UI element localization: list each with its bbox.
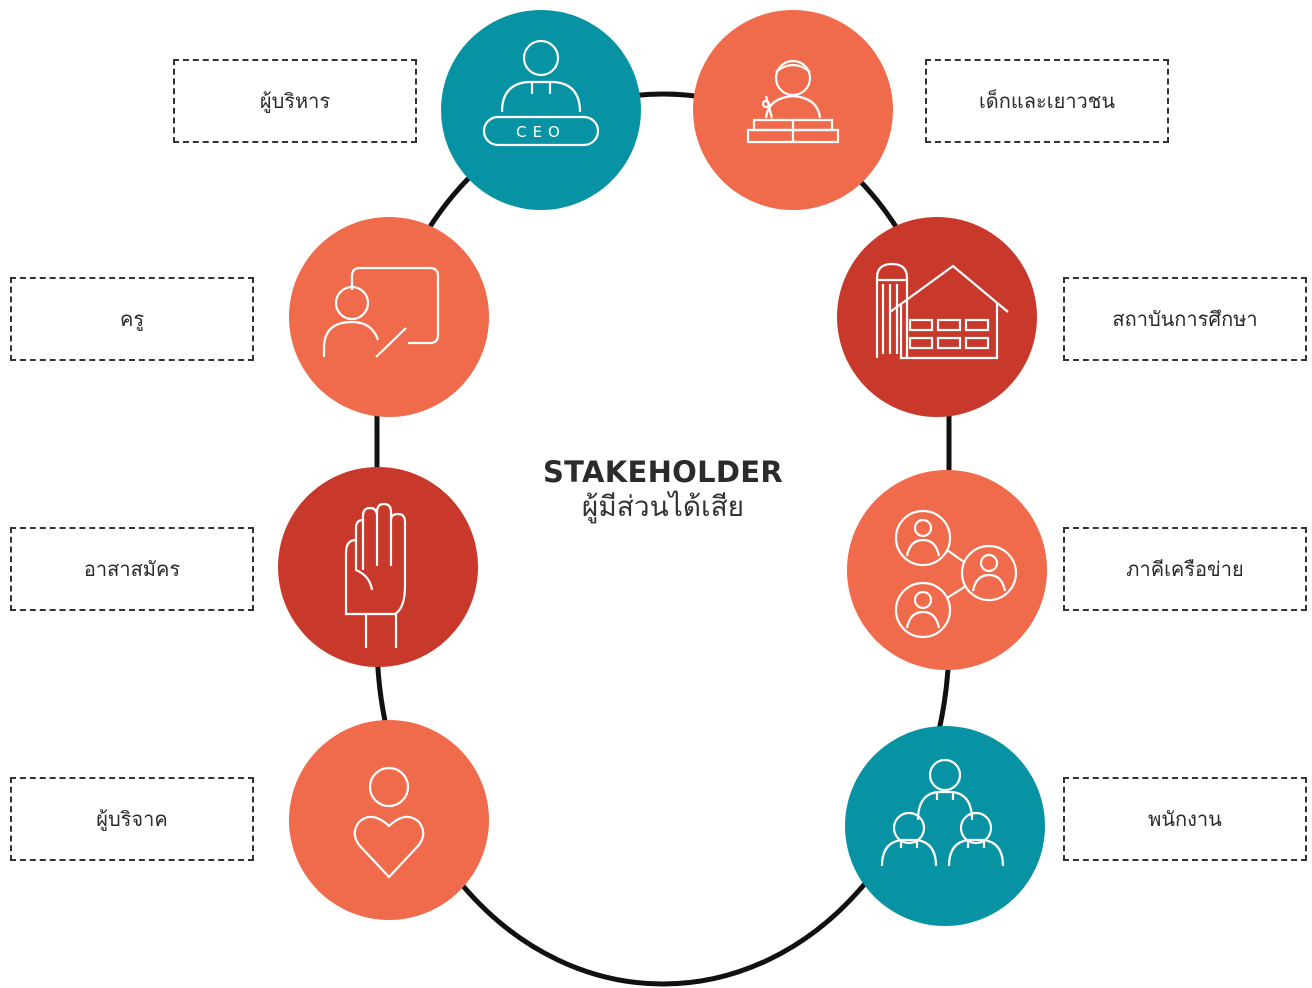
circle-institution[interactable] xyxy=(837,217,1037,417)
label-network: ภาคีเครือข่าย xyxy=(1063,527,1307,611)
team-icon xyxy=(880,758,1005,867)
svg-text:CEO: CEO xyxy=(516,123,566,141)
teacher-board-icon xyxy=(322,266,440,358)
label-staff-text: พนักงาน xyxy=(1148,807,1222,831)
label-executive: ผู้บริหาร xyxy=(173,59,417,143)
label-institution: สถาบันการศึกษา xyxy=(1063,277,1307,361)
label-executive-text: ผู้บริหาร xyxy=(259,89,331,113)
label-volunteer-text: อาสาสมัคร xyxy=(83,557,181,581)
label-donor-text: ผู้บริจาค xyxy=(96,807,168,831)
network-people-icon xyxy=(894,509,1018,639)
label-teacher-text: ครู xyxy=(119,307,145,331)
circle-volunteer[interactable] xyxy=(278,467,478,667)
label-staff: พนักงาน xyxy=(1063,777,1307,861)
circle-donor[interactable] xyxy=(289,720,489,920)
label-youth-text: เด็กและเยาวชน xyxy=(978,89,1116,113)
circle-staff[interactable] xyxy=(845,726,1045,926)
student-reading-icon xyxy=(746,59,840,144)
diagram-subtitle: ผู้มีส่วนได้เสีย xyxy=(581,490,745,523)
label-volunteer: อาสาสมัคร xyxy=(10,527,254,611)
ceo-icon: CEO xyxy=(482,39,600,147)
diagram-title: STAKEHOLDER xyxy=(542,455,784,489)
circle-teacher[interactable] xyxy=(289,217,489,417)
circle-youth[interactable] xyxy=(693,10,893,210)
label-youth: เด็กและเยาวชน xyxy=(925,59,1169,143)
label-network-text: ภาคีเครือข่าย xyxy=(1126,557,1244,581)
label-institution-text: สถาบันการศึกษา xyxy=(1112,307,1258,331)
circle-ceo[interactable]: CEO xyxy=(441,10,641,210)
circle-network[interactable] xyxy=(847,470,1047,670)
donor-heart-icon xyxy=(353,766,425,879)
label-donor: ผู้บริจาค xyxy=(10,777,254,861)
label-teacher: ครู xyxy=(10,277,254,361)
school-building-icon xyxy=(875,262,1009,360)
center-title: STAKEHOLDER ผู้มีส่วนได้เสีย xyxy=(463,455,863,525)
raised-hand-icon xyxy=(344,502,407,648)
